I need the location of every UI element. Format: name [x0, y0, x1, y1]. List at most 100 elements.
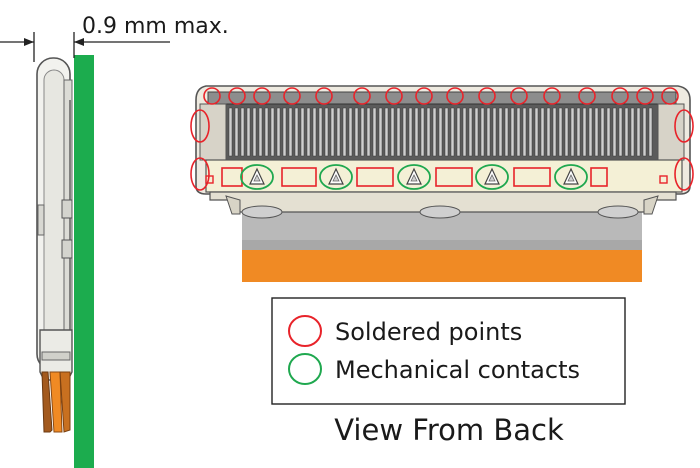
contact-pin — [336, 107, 341, 157]
contact-pin — [486, 107, 491, 157]
contact-pin — [456, 107, 461, 157]
contact-pin — [576, 107, 581, 157]
solder-point-marker — [611, 87, 629, 105]
contact-pin — [252, 107, 257, 157]
contact-pin — [558, 107, 563, 157]
solder-pad-marker — [221, 167, 243, 187]
solder-markers — [190, 87, 694, 191]
contact-pin — [282, 107, 287, 157]
contact-pin — [408, 107, 413, 157]
solder-point-marker — [415, 87, 433, 105]
dimension-label: 0.9 mm max. — [82, 14, 229, 39]
fpc-cable — [242, 248, 642, 282]
solder-point-marker — [636, 87, 654, 105]
contact-pin — [306, 107, 311, 157]
mechanical-contact-marker — [397, 164, 431, 190]
contact-pin — [426, 107, 431, 157]
solder-point-marker — [190, 109, 210, 143]
solder-pad-marker — [435, 167, 473, 187]
solder-point-marker — [543, 87, 561, 105]
legend-solder-label: Soldered points — [335, 318, 522, 346]
contact-markers — [240, 164, 588, 190]
contact-pin — [402, 107, 407, 157]
solder-pad-marker — [205, 175, 214, 184]
solder-point-marker — [478, 87, 496, 105]
contact-pin — [636, 107, 641, 157]
contact-pin — [264, 107, 269, 157]
contact-pin — [360, 107, 365, 157]
contact-pin — [504, 107, 509, 157]
contact-pin — [240, 107, 245, 157]
legend-contact-swatch — [288, 353, 322, 385]
contact-pin — [420, 107, 425, 157]
contact-pin — [318, 107, 323, 157]
contact-pin — [516, 107, 521, 157]
solder-pad-marker — [590, 167, 608, 187]
contact-pin — [600, 107, 605, 157]
contact-pin — [606, 107, 611, 157]
legend-solder-swatch — [288, 315, 322, 347]
contact-pin — [294, 107, 299, 157]
contact-pin — [588, 107, 593, 157]
solder-point-marker — [385, 87, 403, 105]
mechanical-contact-marker — [240, 164, 274, 190]
solder-point-marker — [283, 87, 301, 105]
contact-pin — [414, 107, 419, 157]
contact-pin — [450, 107, 455, 157]
contact-pin — [528, 107, 533, 157]
solder-point-marker — [228, 87, 246, 105]
contact-pin — [378, 107, 383, 157]
contact-pin — [234, 107, 239, 157]
contact-pin — [366, 107, 371, 157]
contact-pin — [354, 107, 359, 157]
mechanical-contact-marker — [319, 164, 353, 190]
contact-pin — [396, 107, 401, 157]
legend: Soldered points Mechanical contacts — [271, 297, 626, 405]
contact-pin — [552, 107, 557, 157]
side-view: 0.9 mm max. — [0, 14, 229, 468]
legend-contact-label: Mechanical contacts — [335, 356, 580, 384]
contact-pin — [510, 107, 515, 157]
contact-pin — [384, 107, 389, 157]
contact-pin — [618, 107, 623, 157]
contact-pin — [642, 107, 647, 157]
contact-pins — [228, 107, 653, 157]
solder-point-marker — [661, 87, 679, 105]
pcb-board — [74, 55, 94, 468]
solder-point-marker — [510, 87, 528, 105]
contact-pin — [276, 107, 281, 157]
contact-pin — [546, 107, 551, 157]
contact-pin — [444, 107, 449, 157]
contact-pin — [462, 107, 467, 157]
contact-pin — [330, 107, 335, 157]
contact-pin — [228, 107, 233, 157]
contact-pin — [270, 107, 275, 157]
contact-pin — [498, 107, 503, 157]
contact-pin — [258, 107, 263, 157]
solder-point-marker — [674, 109, 694, 143]
solder-point-marker — [253, 87, 271, 105]
solder-point-marker — [578, 87, 596, 105]
contact-pin — [300, 107, 305, 157]
contact-pin — [288, 107, 293, 157]
contact-pin — [534, 107, 539, 157]
contact-pin — [624, 107, 629, 157]
contact-pin — [492, 107, 497, 157]
contact-pin — [468, 107, 473, 157]
solder-point-marker — [353, 87, 371, 105]
mechanical-contact-marker — [554, 164, 588, 190]
contact-pin — [372, 107, 377, 157]
contact-pin — [612, 107, 617, 157]
contact-pin — [594, 107, 599, 157]
contact-pin — [630, 107, 635, 157]
contact-pin — [342, 107, 347, 157]
contact-pin — [474, 107, 479, 157]
solder-point-marker — [446, 87, 464, 105]
contact-pin — [648, 107, 653, 157]
contact-pin — [432, 107, 437, 157]
solder-pad-marker — [513, 167, 551, 187]
solder-point-marker — [190, 157, 210, 191]
solder-point-marker — [315, 87, 333, 105]
solder-pad-marker — [659, 175, 668, 184]
contact-pin — [564, 107, 569, 157]
